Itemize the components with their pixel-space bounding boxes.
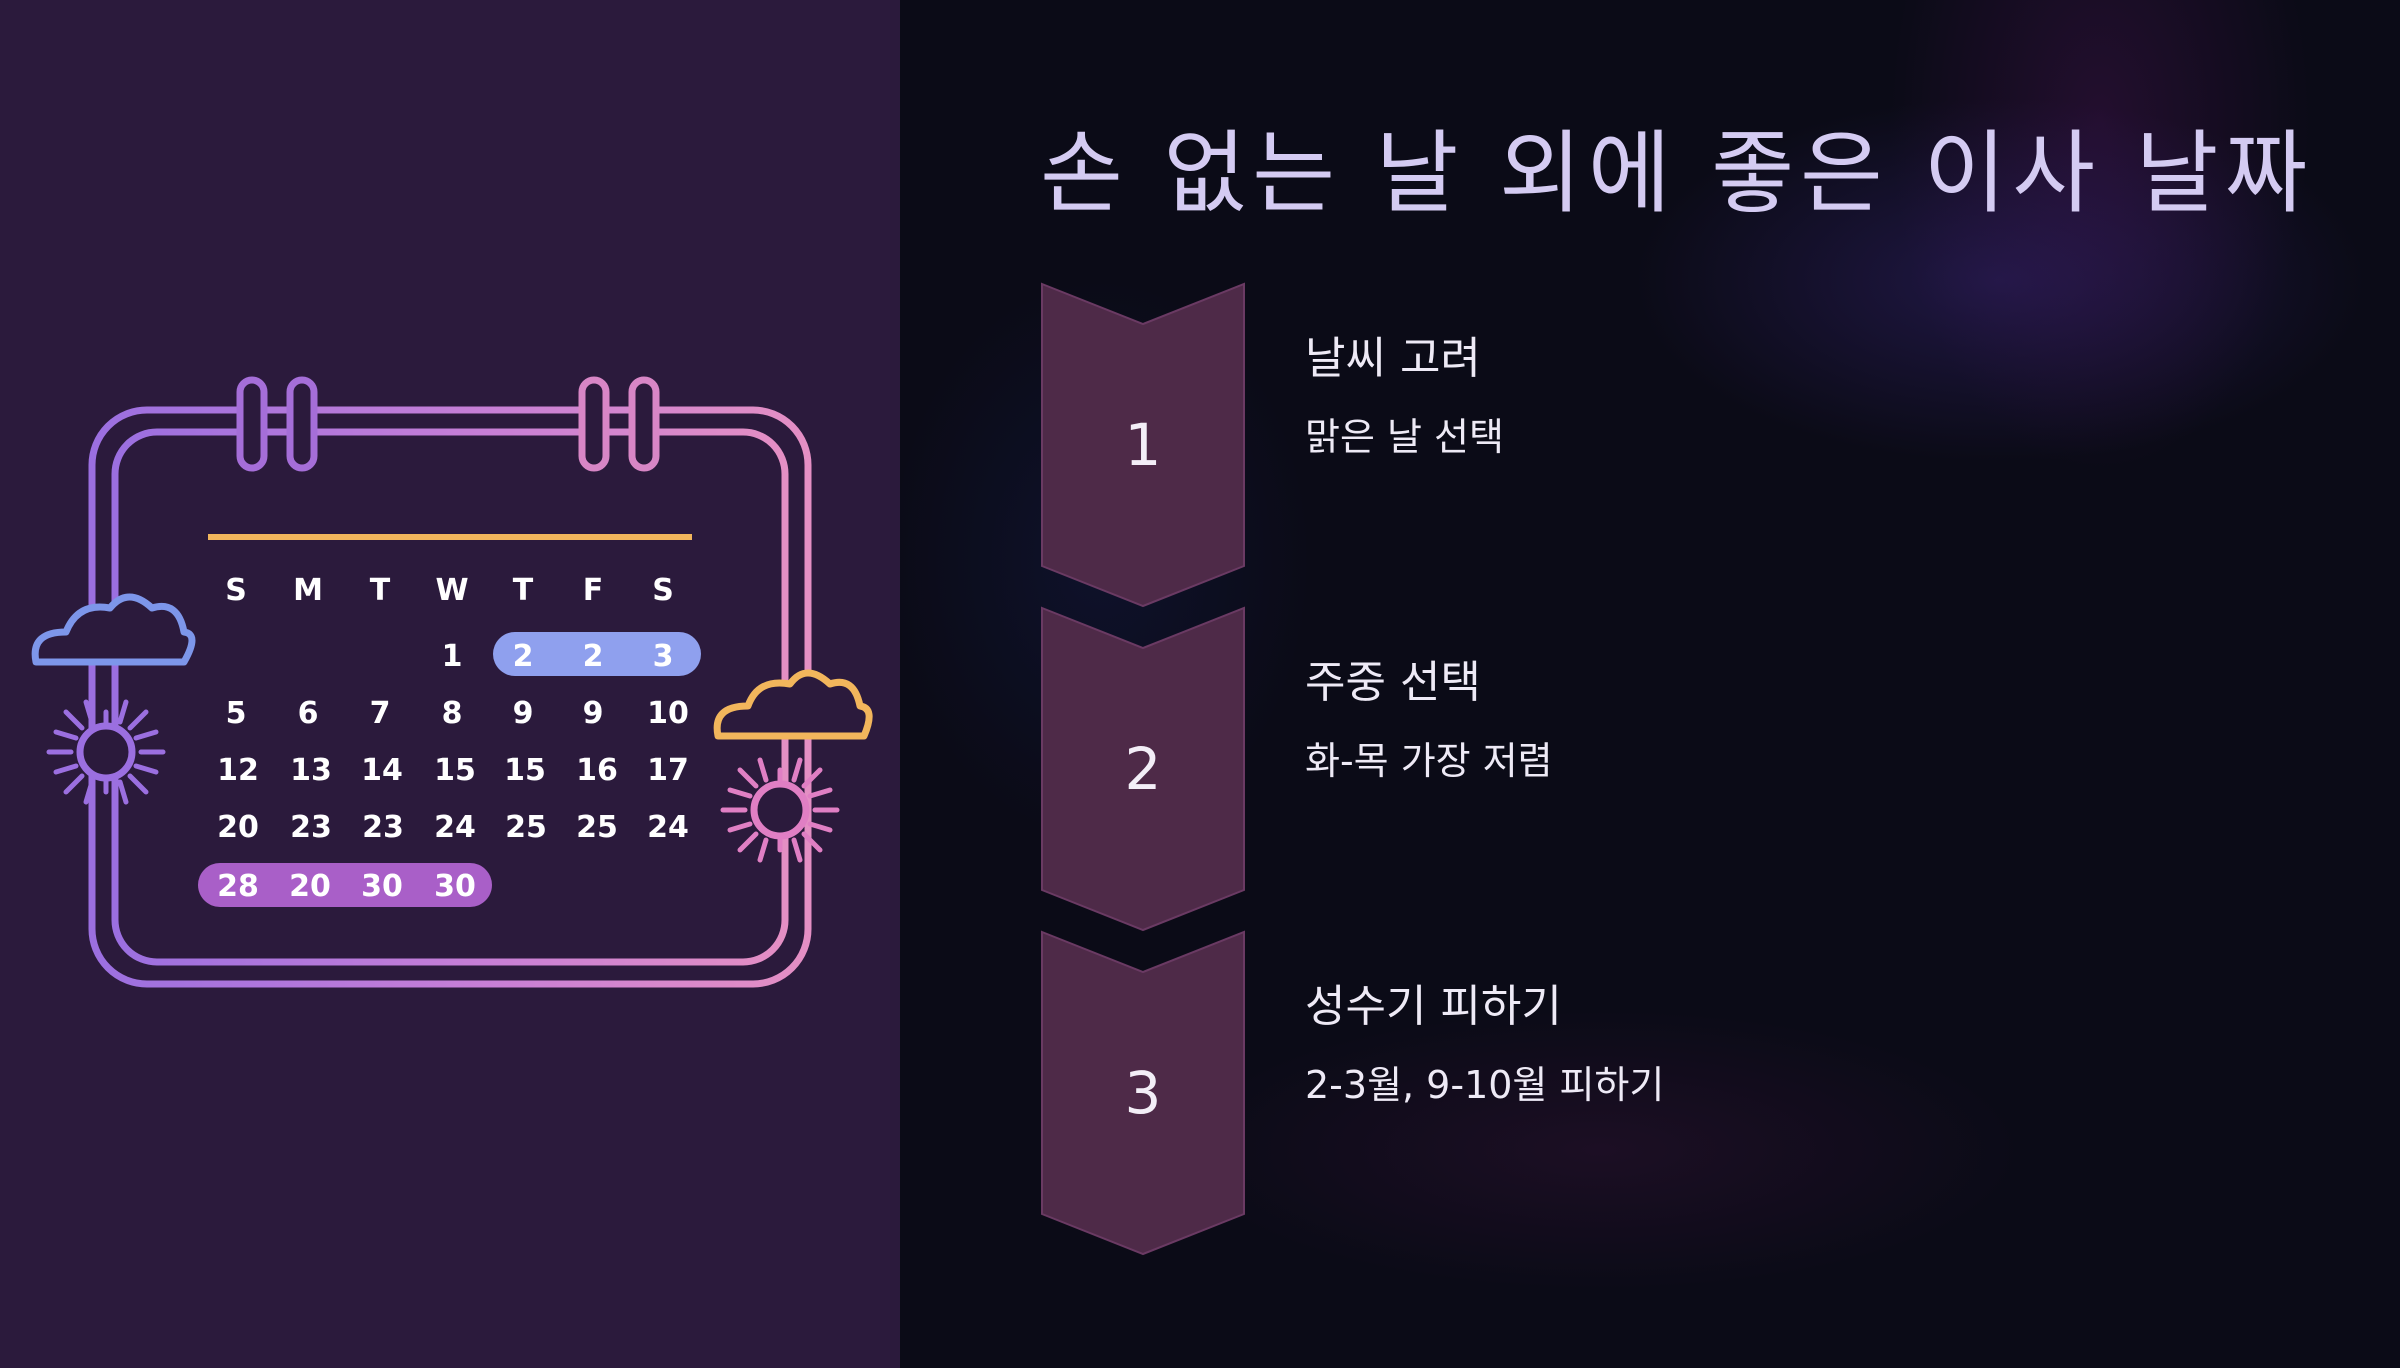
- date-cell: 24: [647, 810, 689, 845]
- date-cell: 17: [647, 753, 689, 788]
- date-cell: 23: [290, 810, 332, 845]
- date-cell: 15: [504, 753, 546, 788]
- step-chevron: 3: [1040, 930, 1246, 1256]
- step-number: 1: [1124, 411, 1162, 479]
- date-cell: 2: [513, 639, 534, 674]
- step-chevron: 2: [1040, 606, 1246, 932]
- steps-list: 1 날씨 고려 맑은 날 선택 2 주중 선택 화-목 가장 저렴 3 성수기 …: [1040, 282, 2240, 1256]
- left-illustration-panel: S M T W T F S 1 2 2 3 5 6 7 8 9 9 10 12 …: [0, 0, 900, 1368]
- weekday-label: T: [370, 573, 391, 608]
- date-cell: 30: [434, 869, 476, 904]
- binder-ring-right-icon: [578, 376, 660, 472]
- step-item: 3 성수기 피하기 2-3월, 9-10월 피하기: [1040, 930, 2240, 1256]
- weekday-label: F: [583, 573, 604, 608]
- sunflower-right-icon: [720, 757, 840, 863]
- date-cell: 20: [289, 869, 331, 904]
- date-cell: 15: [434, 753, 476, 788]
- step-number: 3: [1124, 1059, 1162, 1127]
- weekday-label: M: [293, 573, 323, 608]
- date-cell: 8: [442, 696, 463, 731]
- date-cell: 2: [583, 639, 604, 674]
- date-cell: 20: [217, 810, 259, 845]
- cloud-left-icon: [31, 593, 196, 666]
- step-chevron: 1: [1040, 282, 1246, 608]
- weekday-label: W: [435, 573, 468, 608]
- date-cell: 24: [434, 810, 476, 845]
- week-highlight-purple: [198, 863, 492, 907]
- step-item: 1 날씨 고려 맑은 날 선택: [1040, 282, 2240, 608]
- date-cell: 23: [362, 810, 404, 845]
- calendar-illustration: S M T W T F S 1 2 2 3 5 6 7 8 9 9 10 12 …: [31, 376, 873, 988]
- step-title: 성수기 피하기: [1305, 981, 1562, 1032]
- step-description: 2-3월, 9-10월 피하기: [1305, 1063, 1665, 1107]
- date-cell: 25: [505, 810, 547, 845]
- step-title: 주중 선택: [1305, 657, 1481, 708]
- date-cell: 30: [361, 869, 403, 904]
- date-cell: 1: [442, 639, 463, 674]
- date-row: 28 20 30 30: [217, 869, 476, 904]
- step-item: 2 주중 선택 화-목 가장 저렴: [1040, 606, 2240, 932]
- date-cell: 9: [513, 696, 534, 731]
- date-cell: 3: [653, 639, 674, 674]
- date-cell: 10: [647, 696, 689, 731]
- date-cell: 5: [226, 696, 247, 731]
- date-cell: 12: [217, 753, 259, 788]
- step-title: 날씨 고려: [1305, 333, 1481, 384]
- sunflower-left-icon: [46, 699, 166, 805]
- date-cell: 6: [298, 696, 319, 731]
- date-row: 5 6 7 8 9 9 10: [226, 696, 689, 731]
- date-cell: 28: [217, 869, 259, 904]
- weekday-label: S: [225, 573, 247, 608]
- cloud-right-icon: [713, 669, 873, 740]
- weekday-label: S: [652, 573, 674, 608]
- week-highlight-blue: [493, 632, 701, 676]
- date-cell: 13: [290, 753, 332, 788]
- date-cell: 14: [361, 753, 403, 788]
- date-row: 12 13 14 15 15 16 17: [217, 753, 689, 788]
- step-description: 맑은 날 선택: [1305, 415, 1504, 459]
- date-row: 20 23 23 24 25 25 24: [217, 810, 689, 845]
- slide-title: 손 없는 날 외에 좋은 이사 날짜: [1040, 121, 2314, 226]
- date-cell: 25: [576, 810, 618, 845]
- date-cell: 16: [576, 753, 618, 788]
- weekday-label: T: [513, 573, 534, 608]
- date-cell: 7: [370, 696, 391, 731]
- step-description: 화-목 가장 저렴: [1305, 739, 1553, 783]
- weekday-header: S M T W T F S: [225, 573, 674, 608]
- date-row: 1 2 2 3: [442, 639, 674, 674]
- binder-ring-left-icon: [236, 376, 318, 472]
- date-cell: 9: [583, 696, 604, 731]
- step-number: 2: [1124, 735, 1162, 803]
